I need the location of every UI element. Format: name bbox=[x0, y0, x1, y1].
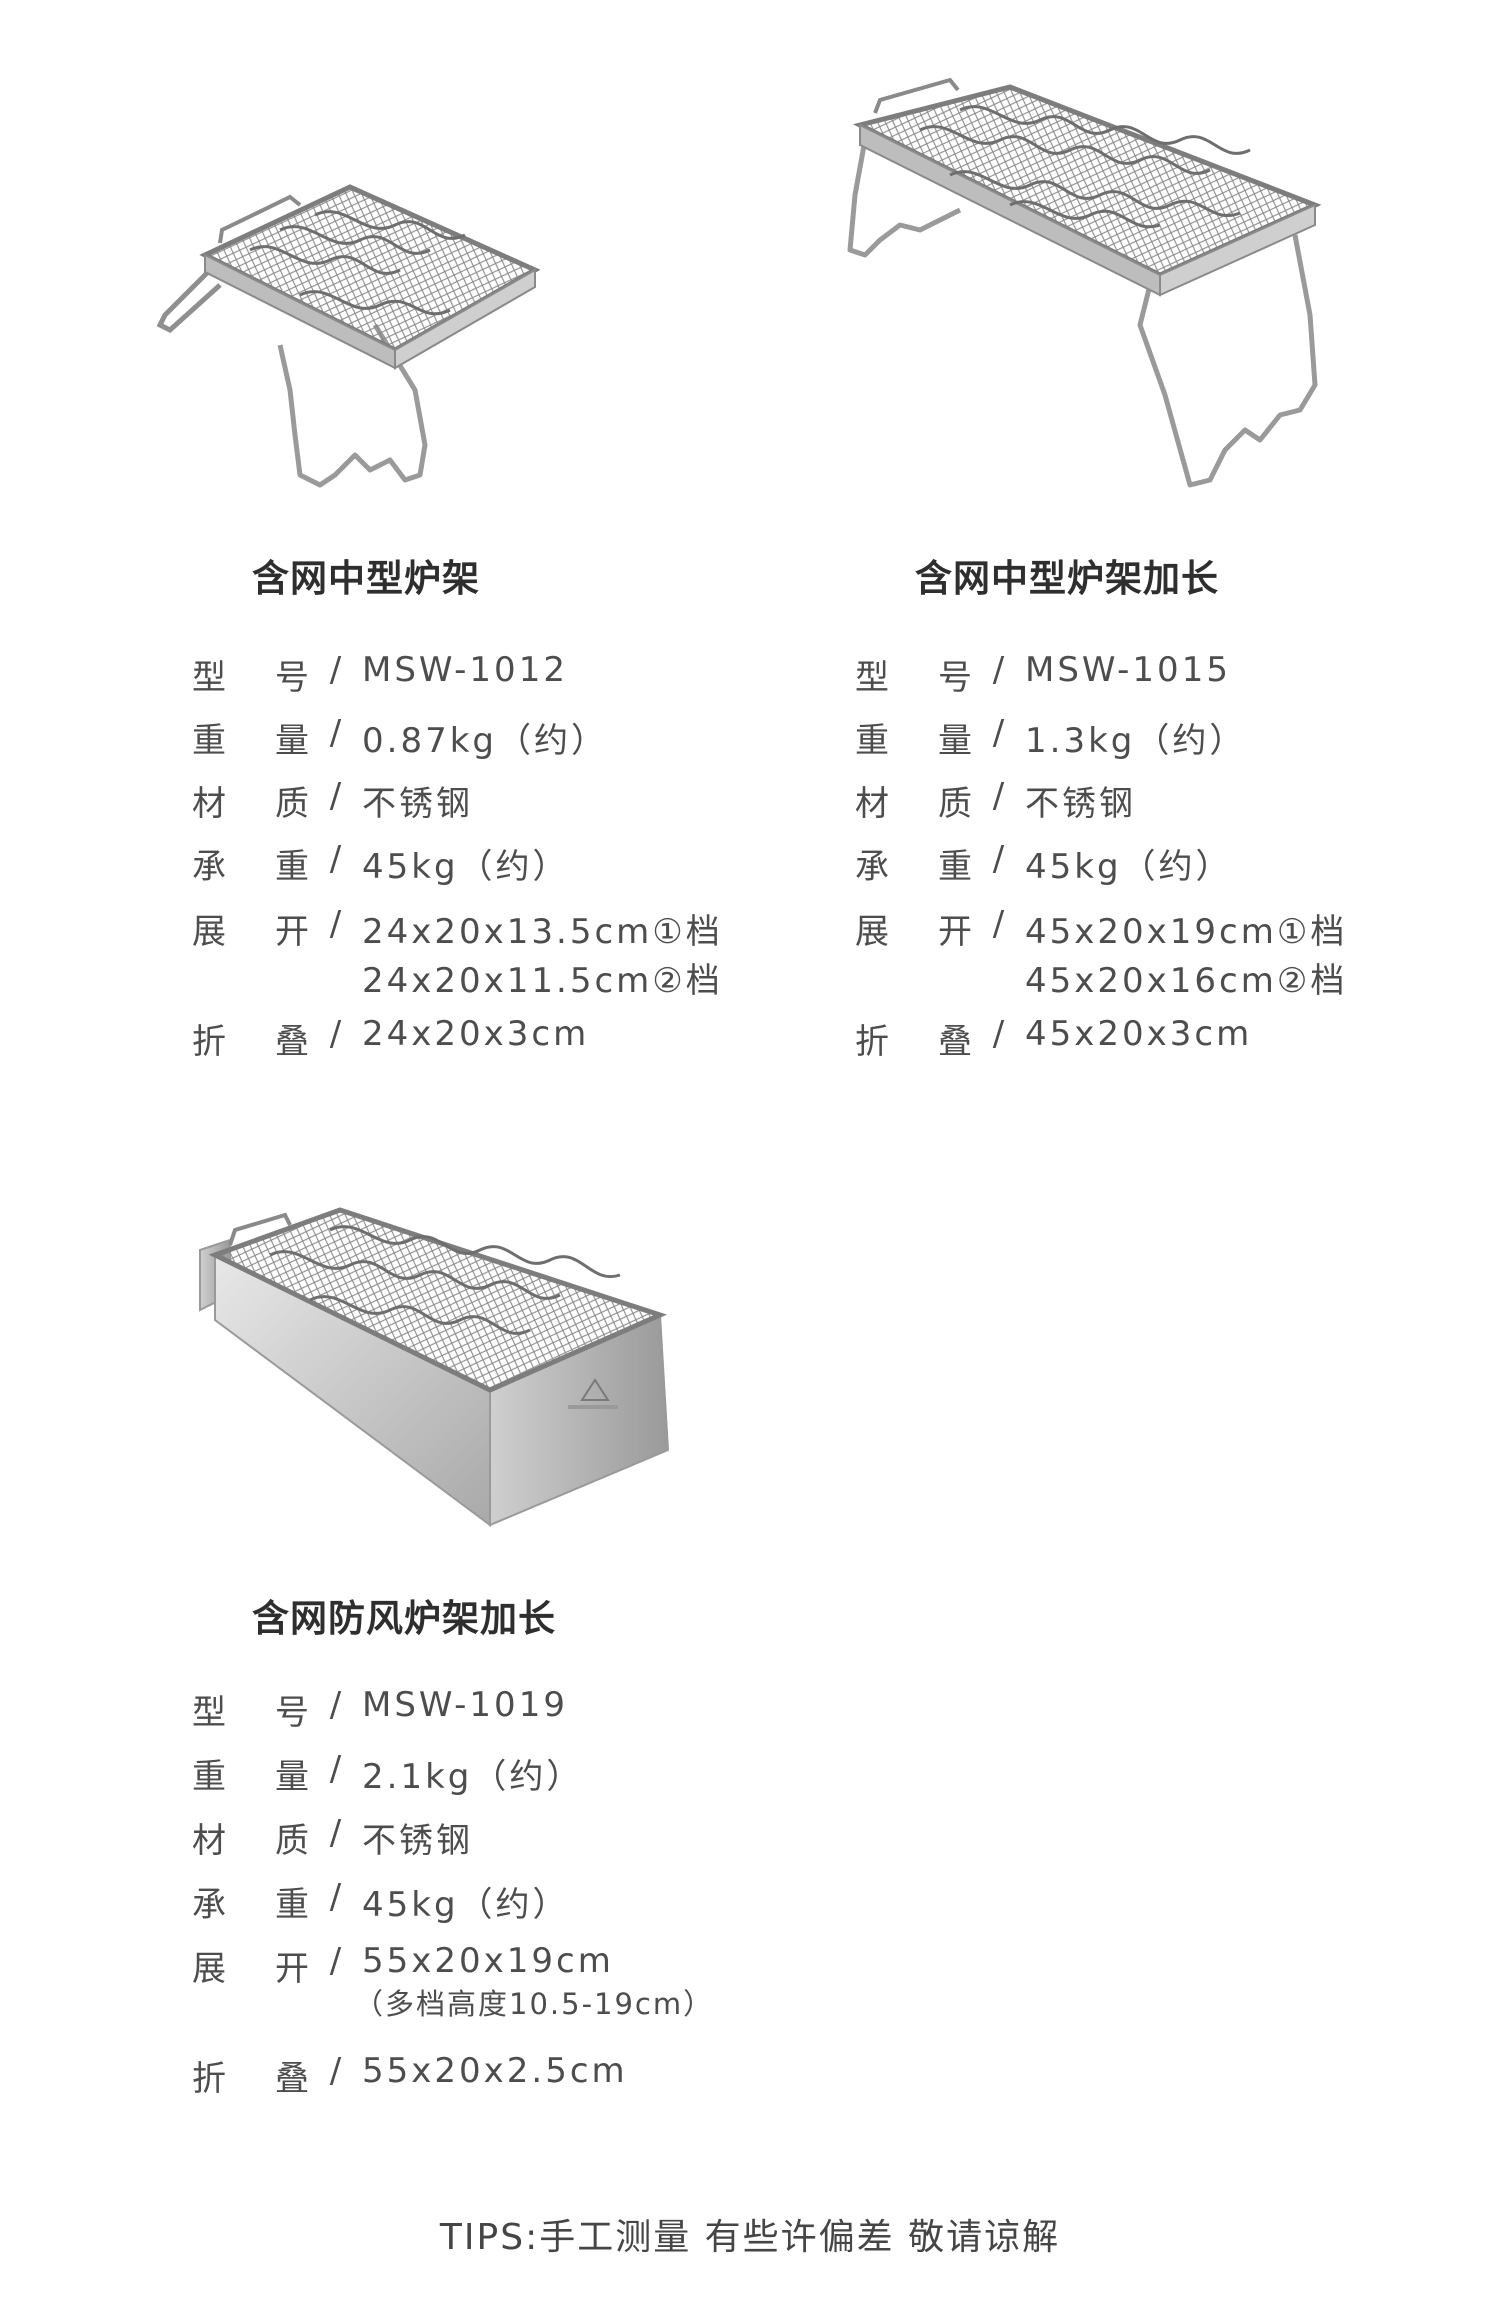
spec-list: 型号 / MSW-1015 重量 / 1.3kg（约） 材质 / 不锈钢 承重 … bbox=[855, 650, 1347, 1077]
spec-separator: / bbox=[992, 1014, 1008, 1054]
product-title: 含网中型炉架 bbox=[252, 557, 480, 600]
spec-label: 折叠 bbox=[192, 2059, 312, 2099]
spec-value: MSW-1015 bbox=[1025, 650, 1231, 690]
spec-row-model: 型号 / MSW-1015 bbox=[855, 650, 1347, 713]
spec-label: 型号 bbox=[192, 658, 312, 698]
spec-row-weight: 重量 / 1.3kg（约） bbox=[855, 713, 1347, 776]
spec-separator: / bbox=[329, 1014, 345, 1054]
spec-value: 45kg（约） bbox=[362, 1885, 570, 1925]
spec-value: 45kg（约） bbox=[1025, 847, 1233, 887]
spec-separator: / bbox=[329, 1685, 345, 1725]
spec-separator: / bbox=[329, 713, 345, 753]
spec-value: MSW-1019 bbox=[362, 1685, 568, 1725]
spec-separator: / bbox=[329, 776, 345, 816]
spec-value-note: （多档高度10.5-19cm） bbox=[354, 1987, 715, 2021]
product-title: 含网防风炉架加长 bbox=[252, 1597, 556, 1640]
stove-rack-medium-image bbox=[156, 184, 541, 488]
spec-value: 45x20x3cm bbox=[1025, 1014, 1253, 1054]
spec-value: 不锈钢 bbox=[362, 784, 473, 824]
spec-list: 型号 / MSW-1019 重量 / 2.1kg（约） 材质 / 不锈钢 承重 … bbox=[192, 1685, 714, 2115]
spec-label: 承重 bbox=[192, 1885, 312, 1925]
spec-value: 45kg（约） bbox=[362, 847, 570, 887]
spec-separator: / bbox=[992, 776, 1008, 816]
spec-list: 型号 / MSW-1012 重量 / 0.87kg（约） 材质 / 不锈钢 承重… bbox=[192, 650, 723, 1077]
spec-separator: / bbox=[329, 650, 345, 690]
spec-row-model: 型号 / MSW-1012 bbox=[192, 650, 723, 713]
spec-separator: / bbox=[329, 2051, 345, 2091]
spec-label: 材质 bbox=[192, 1821, 312, 1861]
spec-label: 型号 bbox=[855, 658, 975, 698]
spec-row-unfolded: 展开 / 55x20x19cm （多档高度10.5-19cm） bbox=[192, 1941, 714, 2051]
spec-value-line: 45x20x16cm②档 bbox=[1025, 961, 1348, 1001]
spec-value: 55x20x2.5cm bbox=[362, 2051, 628, 2091]
spec-value: 45x20x19cm①档 45x20x16cm②档 bbox=[1025, 904, 1347, 1002]
brand-logo-icon bbox=[568, 1378, 618, 1409]
spec-row-model: 型号 / MSW-1019 bbox=[192, 1685, 714, 1749]
spec-value: 24x20x3cm bbox=[362, 1014, 590, 1054]
windproof-stove-rack-image bbox=[199, 1207, 670, 1527]
spec-value-line: 45x20x19cm①档 bbox=[1025, 912, 1348, 952]
spec-separator: / bbox=[992, 904, 1008, 944]
spec-label: 材质 bbox=[855, 784, 975, 824]
spec-separator: / bbox=[329, 839, 345, 879]
spec-label: 折叠 bbox=[192, 1022, 312, 1062]
spec-row-material: 材质 / 不锈钢 bbox=[192, 776, 723, 839]
spec-separator: / bbox=[992, 839, 1008, 879]
spec-row-load: 承重 / 45kg（约） bbox=[192, 839, 723, 904]
spec-row-unfolded: 展开 / 24x20x13.5cm①档 24x20x11.5cm②档 bbox=[192, 904, 723, 1014]
spec-separator: / bbox=[329, 1877, 345, 1917]
spec-label: 重量 bbox=[192, 1757, 312, 1797]
spec-value: 0.87kg（约） bbox=[362, 721, 608, 761]
spec-label: 重量 bbox=[855, 721, 975, 761]
spec-value: 24x20x13.5cm①档 24x20x11.5cm②档 bbox=[362, 904, 723, 1002]
stove-rack-extended-image bbox=[847, 77, 1322, 488]
spec-label: 展开 bbox=[192, 912, 312, 952]
spec-row-folded: 折叠 / 55x20x2.5cm bbox=[192, 2051, 714, 2115]
spec-label: 承重 bbox=[855, 847, 975, 887]
spec-label: 材质 bbox=[192, 784, 312, 824]
spec-value-line: 24x20x11.5cm②档 bbox=[362, 961, 723, 1001]
spec-separator: / bbox=[329, 1813, 345, 1853]
spec-row-load: 承重 / 45kg（约） bbox=[855, 839, 1347, 904]
spec-separator: / bbox=[329, 1941, 345, 1981]
tips-note: TIPS:手工测量 有些许偏差 敬请谅解 bbox=[439, 2217, 1061, 2258]
spec-separator: / bbox=[329, 1749, 345, 1789]
spec-row-unfolded: 展开 / 45x20x19cm①档 45x20x16cm②档 bbox=[855, 904, 1347, 1014]
spec-value: MSW-1012 bbox=[362, 650, 568, 690]
spec-row-material: 材质 / 不锈钢 bbox=[855, 776, 1347, 839]
spec-row-folded: 折叠 / 24x20x3cm bbox=[192, 1014, 723, 1077]
spec-label: 展开 bbox=[855, 912, 975, 952]
spec-label: 型号 bbox=[192, 1693, 312, 1733]
spec-label: 展开 bbox=[192, 1949, 312, 1989]
spec-row-load: 承重 / 45kg（约） bbox=[192, 1877, 714, 1941]
spec-value: 不锈钢 bbox=[362, 1821, 473, 1861]
spec-row-folded: 折叠 / 45x20x3cm bbox=[855, 1014, 1347, 1077]
spec-row-material: 材质 / 不锈钢 bbox=[192, 1813, 714, 1877]
spec-separator: / bbox=[329, 904, 345, 944]
spec-value: 55x20x19cm （多档高度10.5-19cm） bbox=[354, 1941, 714, 2023]
spec-value-line: 24x20x13.5cm①档 bbox=[362, 912, 723, 952]
spec-separator: / bbox=[992, 713, 1008, 753]
spec-row-weight: 重量 / 0.87kg（约） bbox=[192, 713, 723, 776]
spec-label: 重量 bbox=[192, 721, 312, 761]
spec-separator: / bbox=[992, 650, 1008, 690]
spec-value: 不锈钢 bbox=[1025, 784, 1136, 824]
spec-value-line: 55x20x19cm bbox=[362, 1941, 614, 1981]
spec-row-weight: 重量 / 2.1kg（约） bbox=[192, 1749, 714, 1813]
spec-label: 折叠 bbox=[855, 1022, 975, 1062]
spec-value: 1.3kg（约） bbox=[1025, 721, 1247, 761]
spec-value: 2.1kg（约） bbox=[362, 1757, 584, 1797]
spec-label: 承重 bbox=[192, 847, 312, 887]
product-title: 含网中型炉架加长 bbox=[915, 557, 1219, 600]
